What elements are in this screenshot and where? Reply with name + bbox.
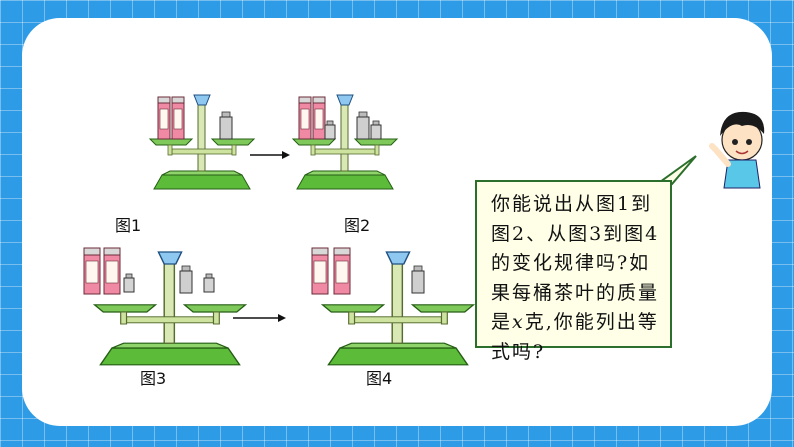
fig4-caption: 图4 — [366, 369, 393, 388]
bubble-line-5-post: 克,你能列出等 — [524, 311, 659, 333]
arrow-fig1-to-fig2 — [250, 151, 290, 159]
bubble-line-5: 是x克,你能列出等 — [491, 308, 662, 338]
bubble-line-3: 的变化规律吗?如 — [491, 252, 651, 274]
bubble-line-5-pre: 是 — [491, 311, 513, 333]
scale-fig1 — [149, 94, 255, 190]
scale-fig4 — [311, 247, 475, 366]
variable-x: x — [512, 311, 525, 333]
arrow-fig3-to-fig4 — [233, 314, 286, 322]
scale-fig3 — [83, 247, 247, 366]
question-speech-bubble: 你能说出从图1到 图2、从图3到图4 的变化规律吗?如 果每桶茶叶的质量 是x克… — [475, 180, 672, 363]
boy-character — [709, 111, 765, 189]
fig3-caption: 图3 — [140, 369, 167, 388]
bubble-line-1: 你能说出从图1到 — [491, 193, 653, 215]
scale-fig2 — [292, 94, 398, 190]
bubble-line-2: 图2、从图3到图4 — [491, 222, 660, 245]
bubble-line-4: 果每桶茶叶的质量 — [491, 281, 660, 304]
fig1-caption: 图1 — [115, 216, 142, 235]
fig2-caption: 图2 — [344, 216, 371, 235]
bubble-line-6: 式吗? — [491, 340, 546, 363]
